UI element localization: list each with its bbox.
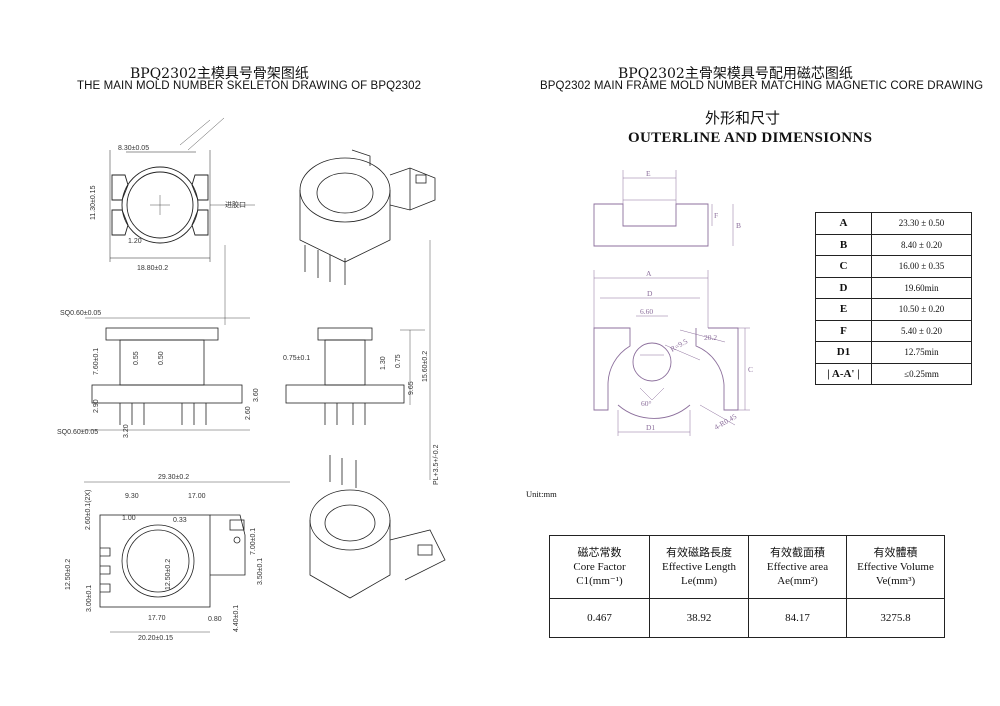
dim-0-55: 0.55 <box>133 351 140 365</box>
dim-4-40: 4.40±0.1 <box>233 605 240 632</box>
dim-key: D1 <box>815 341 872 364</box>
dim-12-50-left: 12.50±0.2 <box>65 559 72 590</box>
bobbin-iso-top <box>299 149 436 285</box>
core-label-6-60: 6.60 <box>640 307 653 316</box>
left-title-cn: BPQ2302主模具号骨架图纸 <box>130 66 309 82</box>
core-label-d: D <box>647 289 653 298</box>
dim-key: F <box>815 319 872 342</box>
core-drawing <box>593 170 750 436</box>
dim-3-00: 3.00±0.1 <box>86 585 93 612</box>
core-label-a: A <box>646 269 652 278</box>
outline-heading-en: OUTERLINE AND DIMENSIONNS <box>628 130 873 146</box>
table-row: 0.467 38.92 84.17 3275.8 <box>549 598 945 638</box>
dim-3-60: 3.60 <box>253 388 260 402</box>
bobbin-bottom-view <box>84 481 290 633</box>
dim-11-30: 11.30±0.15 <box>90 185 97 220</box>
core-dimension-labels: E F B A D 6.60 C D1 60° R=9.5 20.2 4-R0.… <box>640 169 753 432</box>
value-effective-length: 38.92 <box>649 598 749 638</box>
dim-8-30: 8.30±0.05 <box>118 145 149 152</box>
bobbin-top-view <box>109 117 255 262</box>
dim-sq060-top: SQ0.60±0.05 <box>60 310 101 317</box>
dim-2-90: 2.90 <box>93 399 100 413</box>
right-title-cn: BPQ2302主骨架模具号配用磁芯图纸 <box>618 66 853 82</box>
dim-value: 19.60min <box>871 276 972 299</box>
dim-0-75: 0.75 <box>395 354 402 368</box>
dim-key: | A-A' | <box>815 362 872 385</box>
gate-label: 进胶口 <box>225 200 246 209</box>
dim-0-80: 0.80 <box>208 616 222 623</box>
dim-0-75-pin: 0.75±0.1 <box>283 355 310 362</box>
bobbin-front-view <box>285 240 431 480</box>
right-title-en: BPQ2302 MAIN FRAME MOLD NUMBER MATCHING … <box>540 80 984 92</box>
dim-18-80: 18.80±0.2 <box>137 265 168 272</box>
dim-key: D <box>815 276 872 299</box>
core-label-20-2: 20.2 <box>704 333 717 342</box>
dim-0-50: 0.50 <box>158 351 165 365</box>
core-label-e: E <box>646 169 651 178</box>
dim-3-20: 3.20 <box>123 424 130 438</box>
dim-value: 5.40 ± 0.20 <box>871 319 972 342</box>
dim-3-50: 3.50±0.1 <box>257 558 264 585</box>
dim-20-20: 20.20±0.15 <box>138 635 173 642</box>
dim-0-33: 0.33 <box>173 517 187 524</box>
dim-key: E <box>815 298 872 321</box>
dim-value: 23.30 ± 0.50 <box>871 212 972 235</box>
dim-29-30: 29.30±0.2 <box>158 474 189 481</box>
dim-1-30: 1.30 <box>380 356 387 370</box>
dim-12-50-mid: 12.50±0.2 <box>165 559 172 590</box>
core-label-c: C <box>748 365 753 374</box>
value-effective-volume: 3275.8 <box>846 598 945 638</box>
bobbin-dimension-labels: 8.30±0.05 11.30±0.15 1.20 18.80±0.2 进胶口 … <box>57 145 440 642</box>
value-effective-area: 84.17 <box>748 598 847 638</box>
dim-1-00: 1.00 <box>122 515 136 522</box>
dim-value: 8.40 ± 0.20 <box>871 233 972 256</box>
value-core-factor: 0.467 <box>549 598 650 638</box>
dim-sq060-bottom: SQ0.60±0.05 <box>57 429 98 436</box>
dim-7-00: 7.00±0.1 <box>250 528 257 555</box>
dim-9-65: 9.65 <box>408 381 415 395</box>
unit-label: Unit:mm <box>526 489 557 499</box>
dim-17-00: 17.00 <box>188 493 206 500</box>
dim-key: B <box>815 233 872 256</box>
dim-pl: PL+3.5+/-0.2 <box>433 444 440 485</box>
left-title-en: THE MAIN MOLD NUMBER SKELETON DRAWING OF… <box>77 80 422 92</box>
dim-2-60-2x: 2.60±0.1(2X) <box>85 490 92 530</box>
core-label-b: B <box>736 221 741 230</box>
core-label-d1: D1 <box>646 423 655 432</box>
core-label-f: F <box>714 211 718 220</box>
dim-key: C <box>815 255 872 278</box>
dim-2-60: 2.60 <box>245 406 252 420</box>
dim-value: 10.50 ± 0.20 <box>871 298 972 321</box>
dim-value: 16.00 ± 0.35 <box>871 255 972 278</box>
dim-17-70: 17.70 <box>148 615 166 622</box>
dim-value: ≤0.25mm <box>871 362 972 385</box>
dim-9-30: 9.30 <box>125 493 139 500</box>
dim-1-20: 1.20 <box>128 238 142 245</box>
core-label-angle: 60° <box>641 399 652 408</box>
bobbin-side-view <box>80 245 250 431</box>
dim-15-60: 15.60±0.2 <box>422 351 429 382</box>
bobbin-iso-bottom <box>309 455 446 599</box>
dim-key: A <box>815 212 872 235</box>
dim-7-60: 7.60±0.1 <box>93 348 100 375</box>
table-row: | A-A' |≤0.25mm <box>815 362 972 385</box>
dim-value: 12.75min <box>871 341 972 364</box>
outline-heading-cn: 外形和尺寸 <box>705 109 781 127</box>
